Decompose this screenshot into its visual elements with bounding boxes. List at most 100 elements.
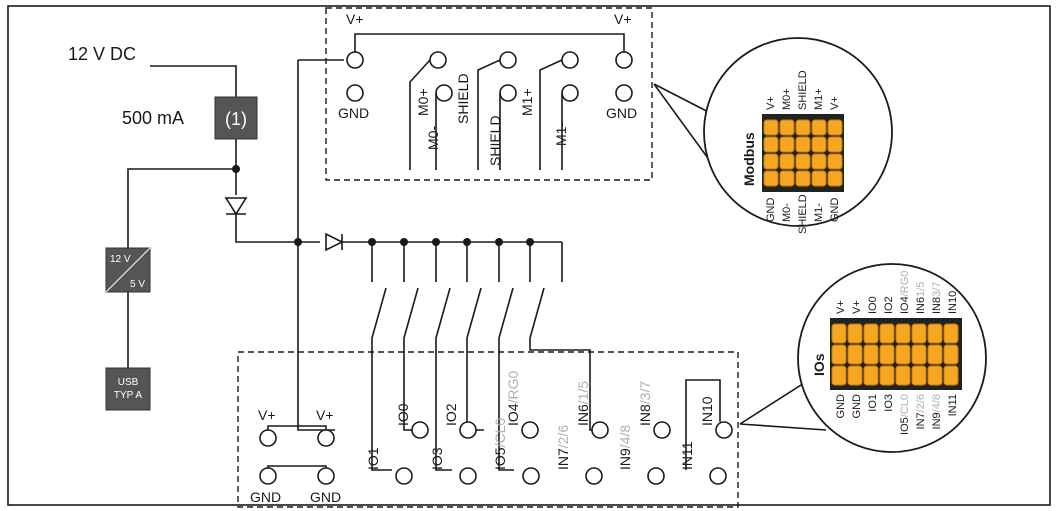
terminal-cell xyxy=(879,323,895,344)
io-callout-bottom-label: IO3 xyxy=(883,394,895,412)
io-bottom-label: IN7/2/6 xyxy=(555,425,571,470)
terminal-cell xyxy=(847,323,863,344)
io-gnd-left: GND xyxy=(250,489,281,505)
io-top-label: IN6/1/5 xyxy=(575,381,591,426)
supply-label: 12 V DC xyxy=(68,44,136,64)
supply-wire xyxy=(150,65,237,97)
switch-wire xyxy=(466,287,484,431)
io-top-label: IN10 xyxy=(699,396,715,426)
io-vplus-left: V+ xyxy=(258,407,276,423)
converter-diagonal xyxy=(105,247,151,293)
usb-box xyxy=(105,367,151,411)
switch-wire xyxy=(435,287,452,471)
modbus-vplus-right: V+ xyxy=(614,11,632,27)
terminal-cell xyxy=(831,365,847,386)
modbus-vplus-terminal xyxy=(615,51,633,69)
modbus-connector-cells xyxy=(763,119,843,187)
switch-feed xyxy=(371,242,563,282)
modbus-block-outline xyxy=(325,7,653,181)
io-vplus-terminal xyxy=(259,429,277,447)
io-bottom-label: IN9/4/8 xyxy=(617,425,633,470)
io-callout-bottom-label: IO5/CL0 xyxy=(899,394,911,435)
modbus-shield-1: SHIELD xyxy=(455,73,471,124)
terminal-cell xyxy=(827,136,843,153)
modbus-vplus-link xyxy=(354,33,625,52)
terminal-cell xyxy=(911,365,927,386)
io-terminal-top xyxy=(459,421,477,439)
modbus-callout-title: Modbus xyxy=(741,132,757,186)
terminal-cell xyxy=(811,170,827,187)
diode-icon xyxy=(224,197,248,216)
terminal-cell xyxy=(879,344,895,365)
io-vplus-link xyxy=(267,425,327,430)
fuse-label: (1) xyxy=(225,109,247,129)
io-bottom-label: IO3 xyxy=(429,447,445,470)
io-terminal-top xyxy=(591,421,609,439)
io-bottom-label: IO1 xyxy=(365,447,381,470)
modbus-gnd-terminal xyxy=(615,84,633,102)
io-terminal-bottom xyxy=(709,467,727,485)
io-callout-bottom-label: IN11 xyxy=(947,394,959,416)
terminal-cell xyxy=(911,323,927,344)
mb-top-1: M0+ xyxy=(781,88,793,110)
terminal-cell xyxy=(895,365,911,386)
converter-bottom: 5 V xyxy=(130,279,145,290)
io-top-label: IO0 xyxy=(395,403,411,426)
terminal-cell xyxy=(795,136,811,153)
io-terminal-bottom xyxy=(647,467,665,485)
terminal-cell xyxy=(827,153,843,170)
modbus-m0plus: M0+ xyxy=(415,88,431,116)
vplus-bus xyxy=(297,60,335,431)
io-terminal-bottom xyxy=(395,467,413,485)
terminal-cell xyxy=(911,344,927,365)
terminal-cell xyxy=(779,119,795,136)
terminal-cell xyxy=(895,323,911,344)
terminal-cell xyxy=(847,365,863,386)
terminal-cell xyxy=(763,153,779,170)
mb-bot-0: GND xyxy=(765,198,777,223)
modbus-terminal xyxy=(561,51,579,69)
modbus-terminal xyxy=(561,84,579,102)
terminal-cell xyxy=(763,119,779,136)
terminal-cell xyxy=(831,323,847,344)
io-gnd-terminal xyxy=(317,467,335,485)
io-callout-title: IOs xyxy=(811,353,827,376)
io-terminal-bottom xyxy=(459,467,477,485)
io-terminal-bottom xyxy=(585,467,603,485)
terminal-cell xyxy=(847,344,863,365)
modbus-callout-bottom-labels: GND M0- SHIELD M1- GND xyxy=(765,194,841,234)
converter-wire xyxy=(127,168,236,248)
modbus-wires xyxy=(409,59,563,170)
switch-wire xyxy=(498,287,514,471)
io-bottom-label: IO5/CL0 xyxy=(492,418,508,470)
switch-wire xyxy=(529,287,596,431)
mb-bot-4: GND xyxy=(829,198,841,223)
io-callout-top-label: IO4/RG0 xyxy=(899,271,911,314)
current-label: 500 mA xyxy=(122,108,184,128)
io-callout-bottom-label: GND xyxy=(835,394,847,419)
io-gnd-terminal xyxy=(259,467,277,485)
terminal-cell xyxy=(943,323,959,344)
mb-top-3: M1+ xyxy=(813,88,825,110)
io-connector-cells xyxy=(831,323,959,386)
terminal-cell xyxy=(827,119,843,136)
io-callout-leader xyxy=(739,377,813,425)
modbus-gnd-left: GND xyxy=(338,105,369,121)
terminal-cell xyxy=(943,344,959,365)
io-gnd-link xyxy=(267,465,327,468)
modbus-terminal xyxy=(435,84,453,102)
converter-top: 12 V xyxy=(110,254,131,265)
switch-wire xyxy=(371,287,392,471)
io-callout-bottom-label: IN7/2/6 xyxy=(915,394,927,429)
modbus-shield-2: SHIELD xyxy=(487,115,503,166)
terminal-cell xyxy=(863,323,879,344)
io-top-label: IN8/3/7 xyxy=(637,381,653,426)
junction-dot xyxy=(294,238,302,246)
io-callout-top-label: IN83/7 xyxy=(931,282,943,314)
mb-bot-1: M0- xyxy=(781,203,793,222)
io-callout-top-label: V+ xyxy=(851,300,863,314)
usb-line2: TYP A xyxy=(114,390,142,401)
terminal-cell xyxy=(927,344,943,365)
